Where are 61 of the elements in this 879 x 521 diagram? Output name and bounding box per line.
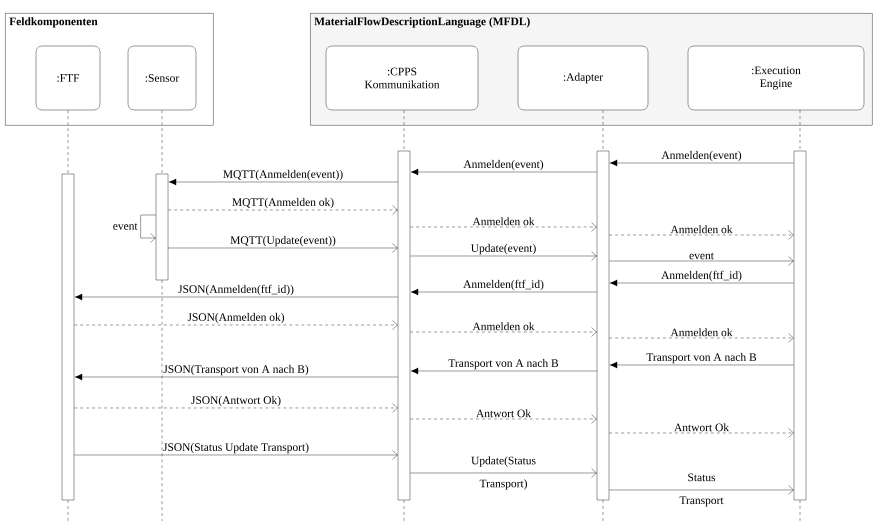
- message-arrow: [74, 374, 398, 380]
- message-label: Anmelden ok: [472, 322, 535, 330]
- message-label: Anmelden(ftf_id): [463, 280, 544, 290]
- message-arrow: [410, 288, 597, 296]
- message-label: JSON(Status Update Transport): [163, 442, 308, 454]
- message-label: JSON(Anmelden(ftf_id)): [178, 284, 294, 296]
- message-label: Transport von A nach B: [646, 352, 756, 364]
- message-arrow: [410, 251, 597, 261]
- participant-box: :CPPS Kommunikation: [326, 46, 478, 110]
- message-arrow: [168, 205, 398, 215]
- message-label: Status Transport: [680, 474, 724, 506]
- activation-bar: [156, 174, 168, 280]
- message-arrow: [609, 485, 794, 495]
- activation-bar: [62, 174, 74, 500]
- lifeline: [602, 110, 604, 151]
- message-arrow: [610, 280, 794, 286]
- message-label: Anmelden ok: [472, 217, 535, 226]
- message-label: Transport von A nach B: [448, 358, 558, 370]
- message-arrow: [74, 403, 398, 413]
- message-label: MQTT(Anmelden ok): [232, 198, 334, 208]
- message-label: JSON(Antwort Ok): [191, 396, 281, 406]
- message-label: Anmelden(event): [662, 150, 742, 162]
- message-arrow: [410, 414, 597, 424]
- activation-bar: [794, 150, 806, 500]
- participant-box: :Sensor: [128, 46, 196, 110]
- activation-bar: [398, 150, 410, 500]
- participant-box: :Adapter: [518, 46, 648, 110]
- message-arrow: [410, 327, 597, 337]
- message-arrow: [609, 333, 794, 343]
- message-label: Update(event): [470, 244, 536, 254]
- message-arrow: [74, 320, 398, 330]
- message-arrow: [610, 160, 794, 166]
- message-arrow: [74, 294, 398, 300]
- message-label: Anmelden(ftf_id): [661, 270, 742, 282]
- message-label: Anmelden ok: [670, 328, 733, 336]
- participant-box: :FTF: [36, 46, 100, 110]
- self-message-arrow: [140, 214, 156, 243]
- message-arrow: [410, 168, 597, 176]
- message-arrow: [410, 222, 597, 232]
- participant-box: :Execution Engine: [688, 46, 864, 110]
- message-label: MQTT(Anmelden(event)): [223, 170, 343, 180]
- message-arrow: [610, 362, 794, 368]
- message-label: Anmelden ok: [670, 225, 733, 234]
- message-label: event: [690, 252, 714, 260]
- message-label: Antwort Ok: [674, 423, 730, 432]
- message-label: Anmelden(event): [464, 160, 544, 170]
- message-label: JSON(Transport von A nach B): [164, 364, 308, 376]
- message-arrow: [410, 468, 597, 478]
- message-arrow: [609, 230, 794, 240]
- message-arrow: [168, 243, 398, 253]
- message-label: event: [113, 223, 138, 230]
- message-label: Update(Status Transport): [471, 456, 536, 490]
- message-label: Antwort Ok: [476, 409, 532, 418]
- message-arrow: [74, 450, 398, 460]
- activation-bar: [596, 150, 610, 500]
- message-label: JSON(Anmelden ok): [188, 312, 284, 324]
- message-arrow: [609, 428, 794, 438]
- message-arrow: [168, 178, 398, 186]
- message-arrow: [609, 256, 794, 266]
- message-label: MQTT(Update(event)): [230, 236, 336, 246]
- message-arrow: [410, 368, 597, 374]
